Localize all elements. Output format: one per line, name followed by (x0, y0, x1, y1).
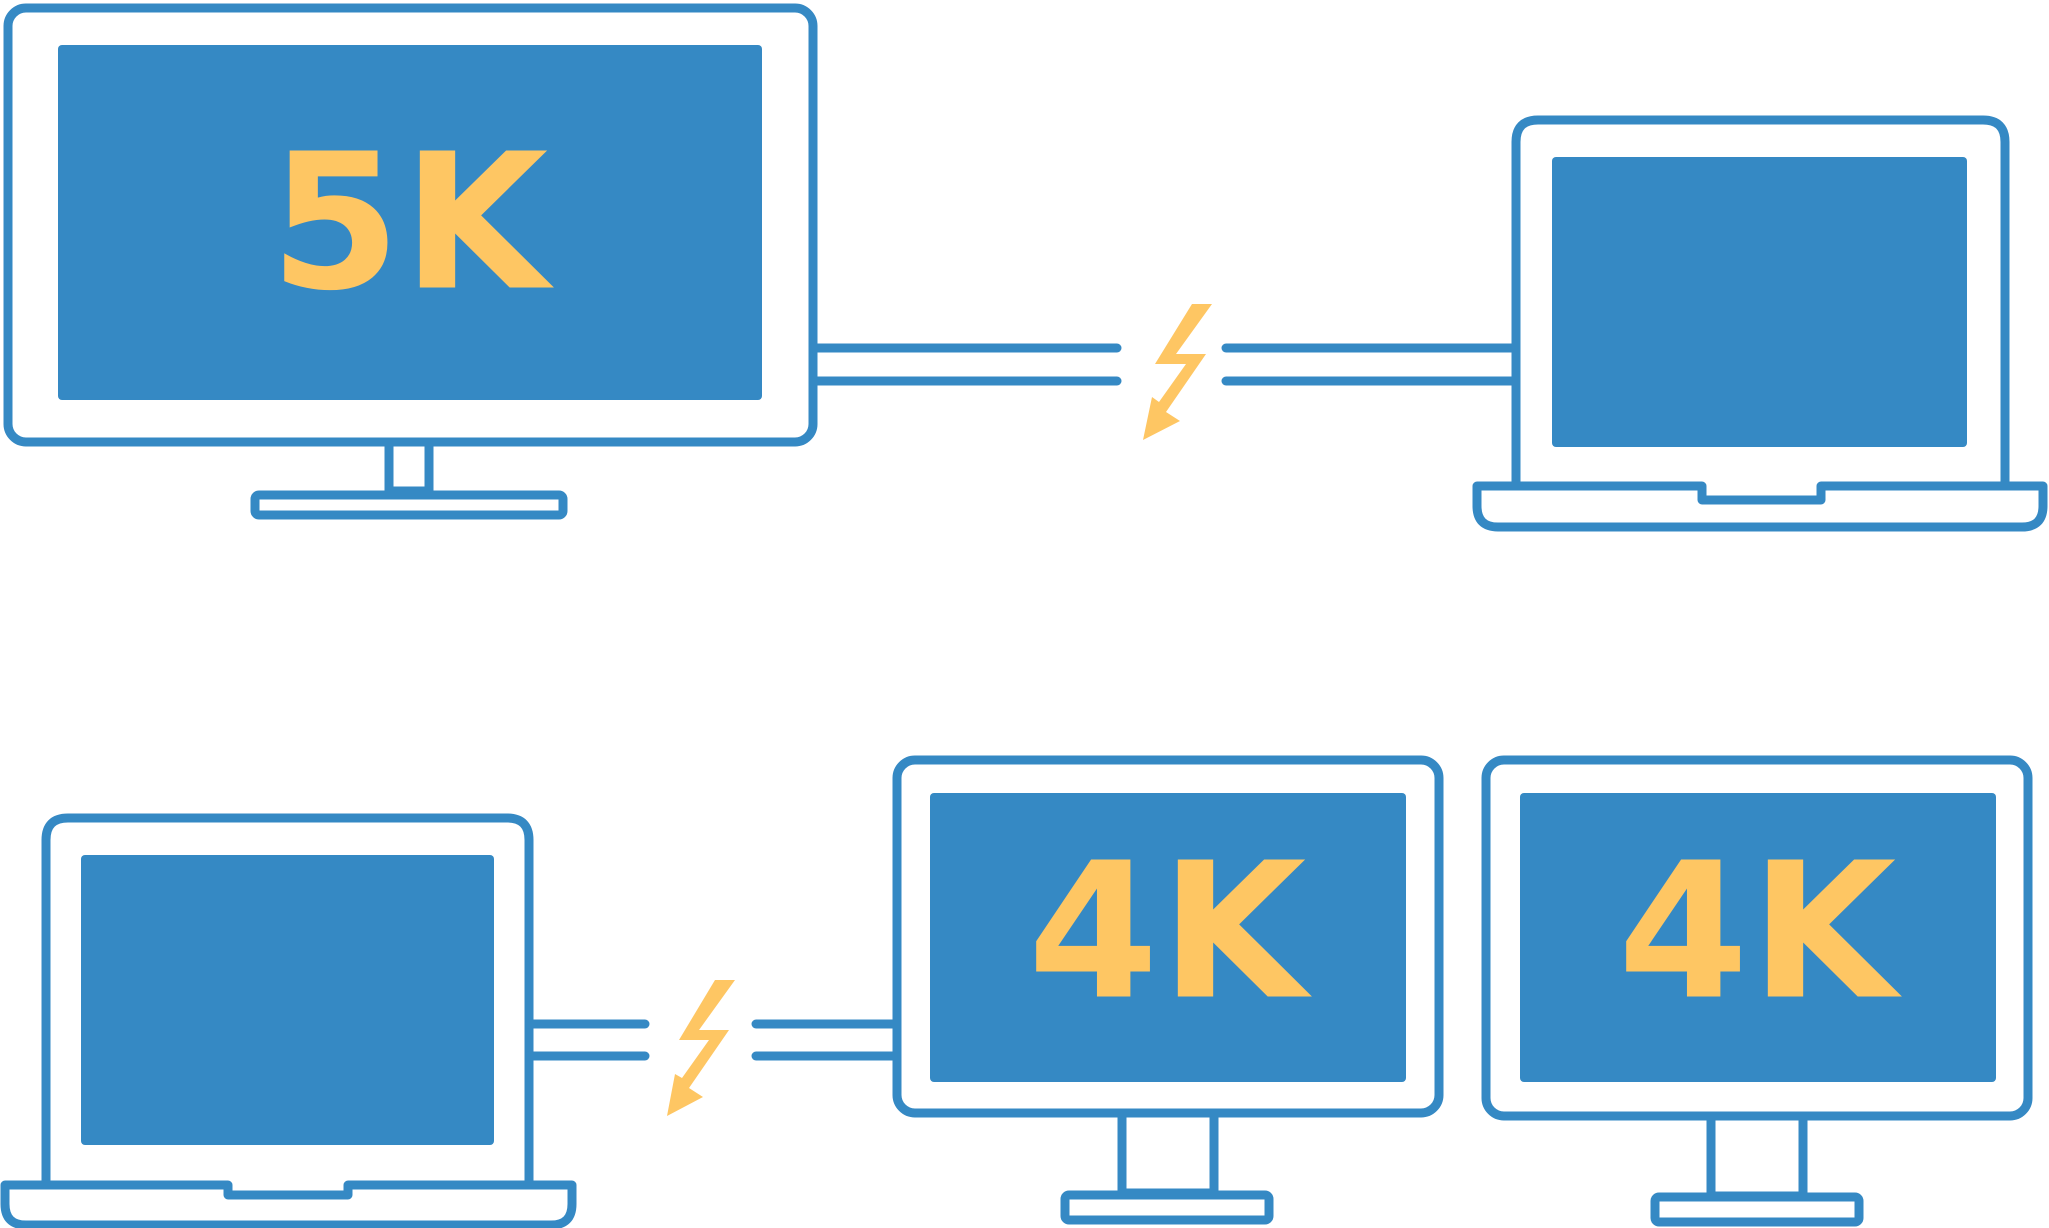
display-4k-2-screen (1520, 793, 1996, 1082)
laptop-bottom-screen (81, 855, 494, 1145)
bottom-connection-cable (524, 980, 902, 1116)
display-4k-1-screen (930, 793, 1406, 1082)
display-4k-2-resolution-label: 4K (1618, 823, 1903, 1042)
display-5k: 5K (3, 3, 818, 520)
display-4k-1-stand-base (1060, 1190, 1274, 1225)
laptop-bottom-base (0, 1180, 577, 1228)
display-5k-screen (58, 45, 762, 400)
laptop-top-base (1472, 481, 2048, 532)
display-4k-2-stand-base (1650, 1192, 1864, 1227)
laptop-top-screen (1552, 157, 1967, 447)
display-4k-1: 4K (892, 755, 1444, 1225)
laptop-top (1472, 115, 2048, 532)
lightning-bolt-icon (1143, 304, 1212, 440)
display-4k-2-stand-neck (1706, 1111, 1808, 1201)
top-connection-cable (808, 304, 1521, 440)
top-row: 5K (3, 3, 2048, 532)
display-5k-stand-base (250, 490, 568, 520)
lightning-bolt-icon (667, 980, 735, 1116)
bottom-row: 4K 4K (0, 755, 2033, 1228)
laptop-bottom (0, 813, 577, 1228)
display-4k-2: 4K (1481, 755, 2033, 1227)
display-4k-1-stand-neck (1117, 1108, 1219, 1198)
display-4k-1-resolution-label: 4K (1028, 823, 1313, 1042)
display-5k-resolution-label: 5K (270, 114, 555, 333)
display-5k-stand-neck (384, 437, 434, 496)
